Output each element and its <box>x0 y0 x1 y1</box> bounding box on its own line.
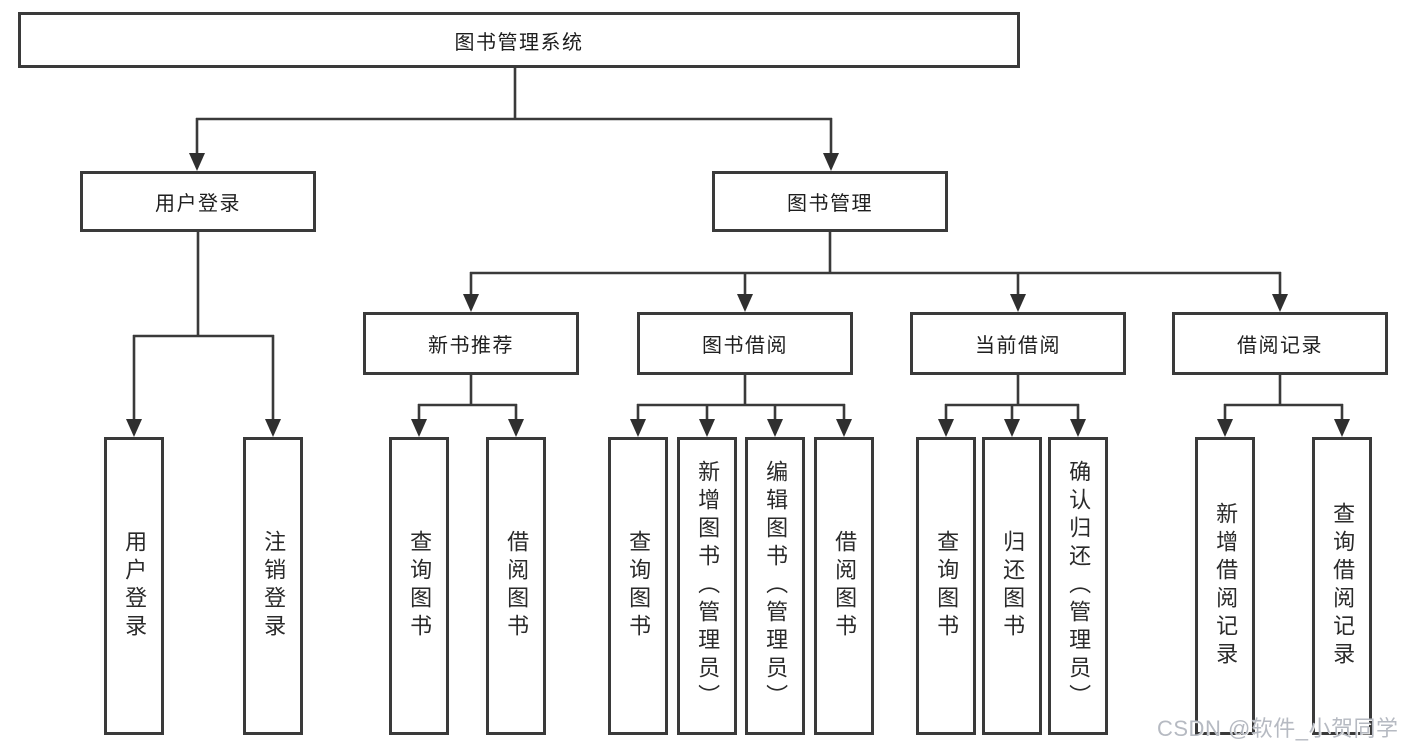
leaf-user-login: 用户登录 <box>104 437 164 735</box>
leaf-current-return-books-label: 归还图书 <box>1000 530 1026 642</box>
node-book-management-label: 图书管理 <box>787 193 873 215</box>
leaf-borrowing-add-books-admin-label: 新增图书（管理员） <box>695 460 721 712</box>
leaf-records-add-record-label: 新增借阅记录 <box>1213 502 1239 670</box>
leaf-current-query-books-label: 查询图书 <box>934 530 960 642</box>
connector-book-management-children <box>463 232 1288 312</box>
leaf-borrowing-query-books: 查询图书 <box>608 437 668 735</box>
leaf-borrowing-borrow-books-label: 借阅图书 <box>832 530 858 642</box>
leaf-borrowing-edit-books-admin-label: 编辑图书（管理员） <box>763 460 789 712</box>
leaf-recommend-borrow-books: 借阅图书 <box>486 437 546 735</box>
node-borrowing-records: 借阅记录 <box>1172 312 1388 375</box>
leaf-logout-label: 注销登录 <box>261 530 287 642</box>
leaf-user-login-label: 用户登录 <box>122 530 148 642</box>
leaf-borrowing-add-books-admin: 新增图书（管理员） <box>677 437 737 735</box>
leaf-current-confirm-return-admin-label: 确认归还（管理员） <box>1066 460 1092 712</box>
connector-borrowing-children <box>630 375 852 437</box>
leaf-records-query-record-label: 查询借阅记录 <box>1330 502 1356 670</box>
leaf-logout: 注销登录 <box>243 437 303 735</box>
node-book-management: 图书管理 <box>712 171 948 232</box>
leaf-borrowing-query-books-label: 查询图书 <box>626 530 652 642</box>
connector-user-login-children <box>126 232 281 437</box>
leaf-records-add-record: 新增借阅记录 <box>1195 437 1255 735</box>
leaf-current-confirm-return-admin: 确认归还（管理员） <box>1048 437 1108 735</box>
connector-recommend-children <box>411 375 524 437</box>
leaf-current-return-books: 归还图书 <box>982 437 1042 735</box>
node-current-borrowing: 当前借阅 <box>910 312 1126 375</box>
node-new-book-recommend: 新书推荐 <box>363 312 579 375</box>
node-new-book-recommend-label: 新书推荐 <box>428 335 514 357</box>
leaf-recommend-borrow-books-label: 借阅图书 <box>504 530 530 642</box>
leaf-records-query-record: 查询借阅记录 <box>1312 437 1372 735</box>
connector-records-children <box>1217 375 1350 437</box>
node-user-login-label: 用户登录 <box>155 193 241 215</box>
node-book-borrowing: 图书借阅 <box>637 312 853 375</box>
node-borrowing-records-label: 借阅记录 <box>1237 335 1323 357</box>
node-book-borrowing-label: 图书借阅 <box>702 335 788 357</box>
watermark: CSDN @软件_小贺同学 <box>1157 716 1399 741</box>
node-root: 图书管理系统 <box>18 12 1020 68</box>
node-user-login: 用户登录 <box>80 171 316 232</box>
leaf-borrowing-borrow-books: 借阅图书 <box>814 437 874 735</box>
connector-root-to-level2 <box>189 67 839 171</box>
connector-current-children <box>938 375 1086 437</box>
leaf-recommend-query-books: 查询图书 <box>389 437 449 735</box>
leaf-borrowing-edit-books-admin: 编辑图书（管理员） <box>745 437 805 735</box>
leaf-recommend-query-books-label: 查询图书 <box>407 530 433 642</box>
node-root-label: 图书管理系统 <box>454 31 584 54</box>
leaf-current-query-books: 查询图书 <box>916 437 976 735</box>
node-current-borrowing-label: 当前借阅 <box>975 335 1061 357</box>
